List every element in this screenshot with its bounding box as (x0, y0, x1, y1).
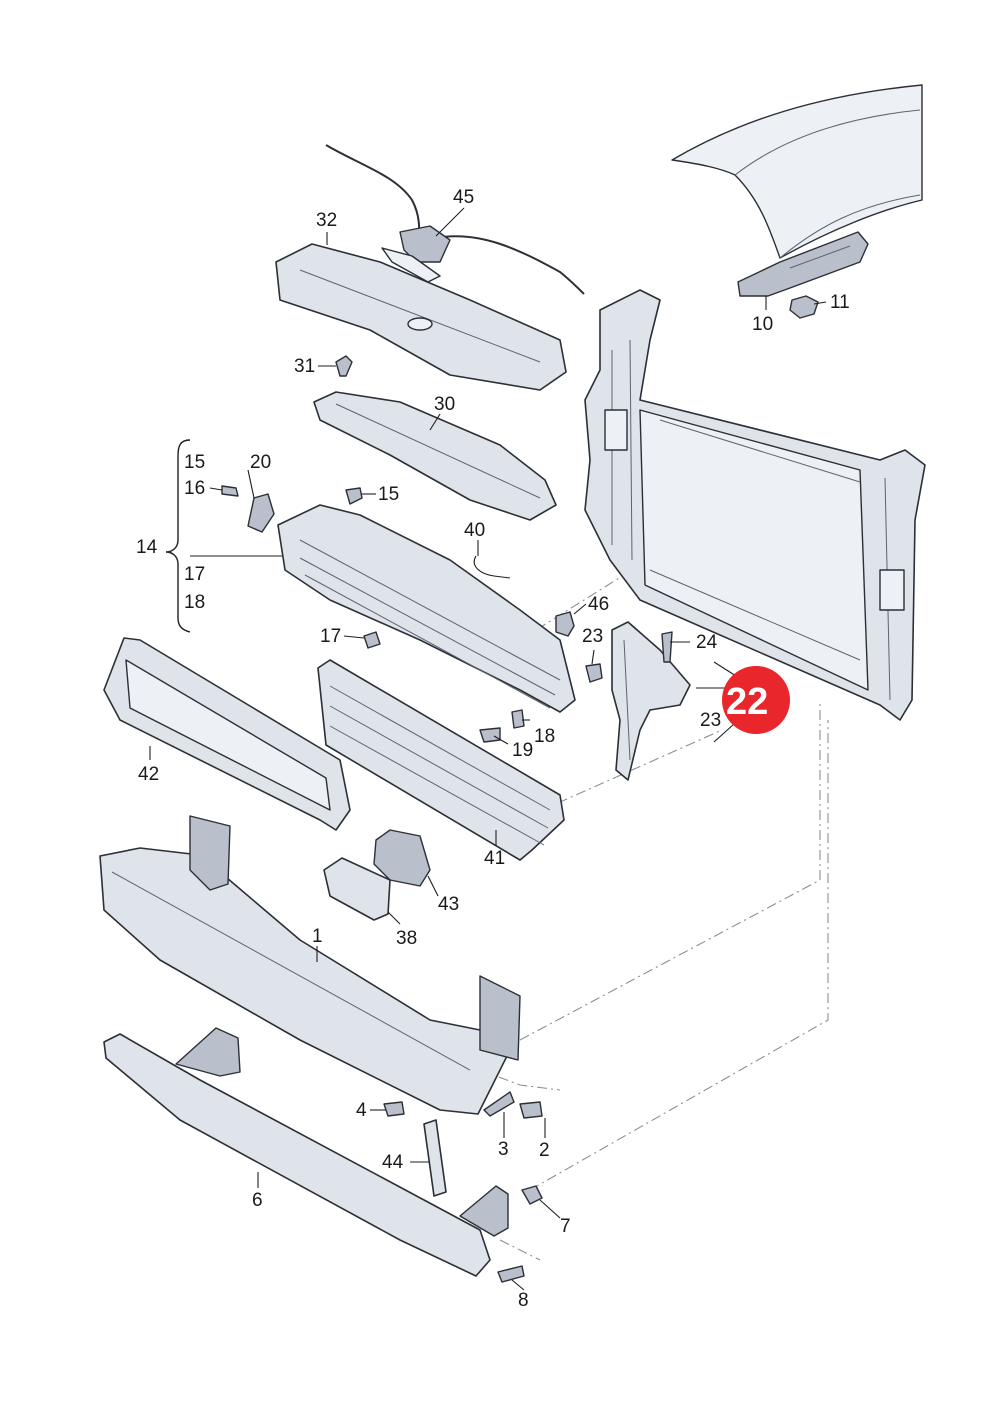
callout-41: 41 (484, 848, 505, 869)
horn-43 (373, 829, 431, 887)
callout-4: 4 (356, 1100, 367, 1121)
lock-carrier-frame (584, 289, 926, 721)
screw-15 (345, 487, 363, 505)
callout-46: 46 (588, 594, 609, 615)
bolt-3 (483, 1091, 515, 1117)
callout-15b: 15 (378, 484, 399, 505)
callout-42: 42 (138, 764, 159, 785)
callout-38: 38 (396, 928, 417, 949)
fender-bracket-10 (737, 231, 869, 297)
air-guide-assembly-14 (277, 504, 576, 713)
callout-32: 32 (316, 210, 337, 231)
nut-11 (789, 295, 819, 319)
group-brace (165, 439, 191, 633)
screw-31 (335, 355, 353, 377)
screw-23 (585, 663, 603, 683)
bracket-44 (423, 1119, 447, 1197)
callout-11: 11 (830, 292, 850, 313)
cover-panel-32 (275, 243, 567, 391)
callout-45: 45 (453, 187, 474, 208)
callout-8: 8 (518, 1290, 529, 1311)
grommet-46 (555, 611, 575, 637)
callout-22: 22 (726, 681, 768, 723)
hood-release-cable-45 (325, 144, 585, 295)
screw-4 (383, 1101, 405, 1117)
bracket-20 (247, 493, 275, 533)
callout-7: 7 (560, 1216, 571, 1237)
callout-19: 19 (512, 740, 533, 761)
callout-2: 2 (539, 1140, 550, 1161)
screw-19 (479, 727, 501, 743)
bracket-22 (611, 621, 691, 781)
callout-44: 44 (382, 1152, 404, 1173)
screw-17 (363, 631, 381, 649)
screw-8 (497, 1265, 525, 1283)
grille-frame-42 (103, 637, 351, 831)
callout-labels: 45 32 31 30 20 15 16 15 40 14 17 18 46 1… (136, 187, 850, 1311)
bolt-2 (519, 1101, 543, 1119)
callout-40: 40 (464, 520, 485, 541)
highlight-badge (722, 666, 790, 734)
bracket-38 (323, 857, 391, 921)
nut-7 (521, 1185, 543, 1205)
callout-43: 43 (438, 894, 459, 915)
callout-14: 14 (136, 537, 158, 558)
clip-18 (511, 709, 525, 729)
clip-40 (473, 555, 511, 579)
callout-31: 31 (294, 356, 315, 377)
bolt-24 (661, 631, 673, 663)
callout-20: 20 (250, 452, 271, 473)
callout-23b: 23 (700, 710, 721, 731)
callout-23a: 23 (582, 626, 603, 647)
screw-16 (221, 485, 239, 497)
callout-18a: 18 (184, 592, 205, 613)
callout-18b: 18 (534, 726, 555, 747)
callout-17a: 17 (184, 564, 205, 585)
callout-10: 10 (752, 314, 773, 335)
callout-16: 16 (184, 478, 205, 499)
callout-30: 30 (434, 394, 455, 415)
lower-beam-6 (103, 1027, 509, 1277)
callout-6: 6 (252, 1190, 263, 1211)
air-guide-30 (313, 391, 557, 521)
fender-panel (671, 84, 923, 259)
callout-15a: 15 (184, 452, 205, 473)
callout-24: 24 (696, 632, 718, 653)
callout-1: 1 (312, 926, 323, 947)
bumper-beam-1 (99, 815, 521, 1115)
shutter-41 (317, 659, 565, 861)
callout-3: 3 (498, 1139, 509, 1160)
callout-17b: 17 (320, 626, 341, 647)
